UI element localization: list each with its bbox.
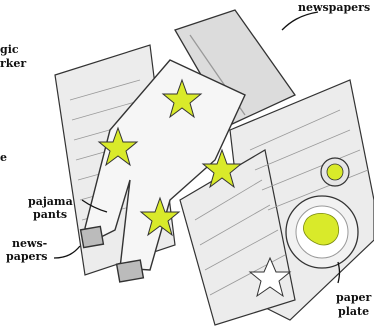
paper-plate-icon <box>286 196 358 268</box>
label-pajama-line1: pajama <box>28 196 73 208</box>
pants-cuff-right <box>117 260 144 282</box>
label-plate-line2: plate <box>338 306 369 318</box>
label-magic-marker-line1: gic <box>0 44 19 56</box>
marker-cap-icon <box>321 158 349 186</box>
label-pajama-line2: pants <box>33 209 67 221</box>
label-news-line1: news- <box>12 238 47 250</box>
arrow-news <box>54 246 80 258</box>
label-news-line2: papers <box>6 251 48 263</box>
label-plate-line1: paper <box>336 292 371 304</box>
label-magic-marker-line2: rker <box>0 58 26 70</box>
label-stray-letter: e <box>0 152 7 164</box>
pants-cuff-left <box>81 226 104 247</box>
label-newspapers: newspapers <box>298 2 370 14</box>
arrow-newspapers-top <box>282 12 318 30</box>
